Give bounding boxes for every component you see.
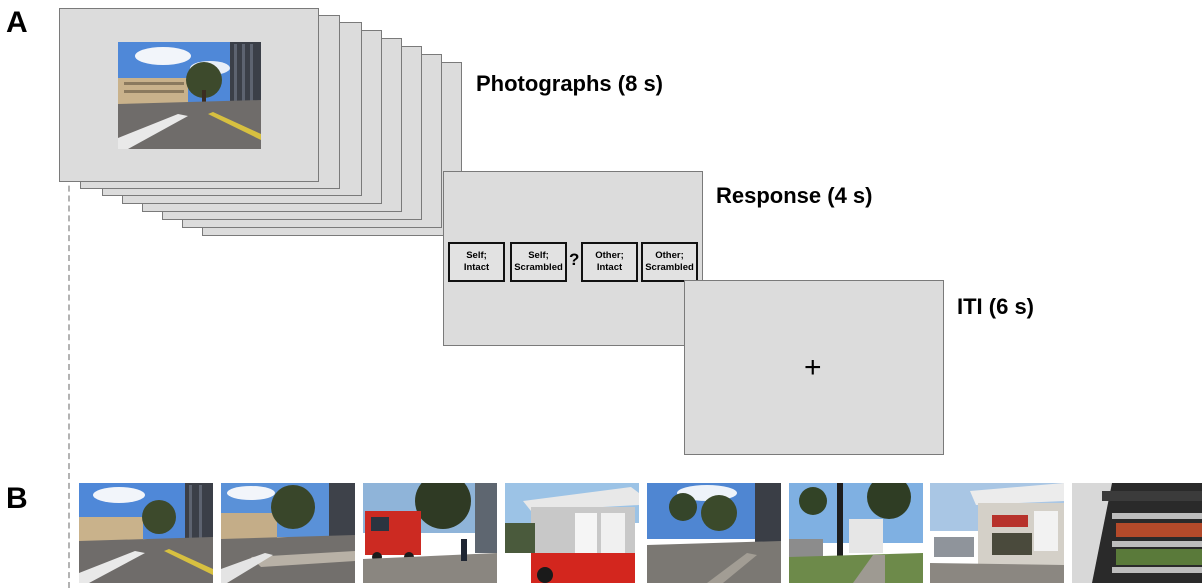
panel-b-letter: B [6, 482, 28, 515]
photo-thumbnail-food-truck-menu [505, 483, 639, 583]
fixation-cross: + [804, 351, 822, 384]
street-photograph [118, 42, 261, 149]
panel-a-letter: A [6, 6, 28, 39]
iti-phase-label: ITI (6 s) [957, 294, 1035, 319]
question-mark: ? [569, 250, 580, 269]
photo-thumbnail-city-street [79, 483, 213, 583]
option-line-2: Intact [596, 262, 623, 273]
option-self-scrambled: Self; Scrambled [510, 242, 567, 282]
photo-thumbnail-plaza [647, 483, 781, 583]
timeline-dashed-line [68, 146, 70, 588]
photo-screen-front [59, 8, 319, 182]
photo-thumbnail-truck-window [930, 483, 1064, 583]
photo-thumbnail-red-food-truck [363, 483, 497, 583]
option-line-1: Self; [466, 249, 487, 261]
option-line-2: Intact [463, 262, 490, 273]
option-other-scrambled: Other; Scrambled [641, 242, 698, 282]
option-line-1: Other; [655, 249, 684, 261]
photo-thumbnail-sidewalk-truck [789, 483, 923, 583]
iti-screen: + [684, 280, 944, 455]
photographs-phase-label: Photographs (8 s) [476, 71, 664, 96]
response-screen: Self; Intact Self; Scrambled ? Other; In… [443, 171, 703, 346]
option-line-2: Scrambled [645, 262, 694, 273]
option-line-1: Other; [595, 249, 624, 261]
option-other-intact: Other; Intact [581, 242, 638, 282]
option-line-1: Self; [528, 249, 549, 261]
option-self-intact: Self; Intact [448, 242, 505, 282]
photo-thumbnail-truck-interior [1072, 483, 1202, 583]
photo-thumbnail-city-curb [221, 483, 355, 583]
response-phase-label: Response (4 s) [716, 183, 873, 208]
option-line-2: Scrambled [514, 262, 563, 273]
